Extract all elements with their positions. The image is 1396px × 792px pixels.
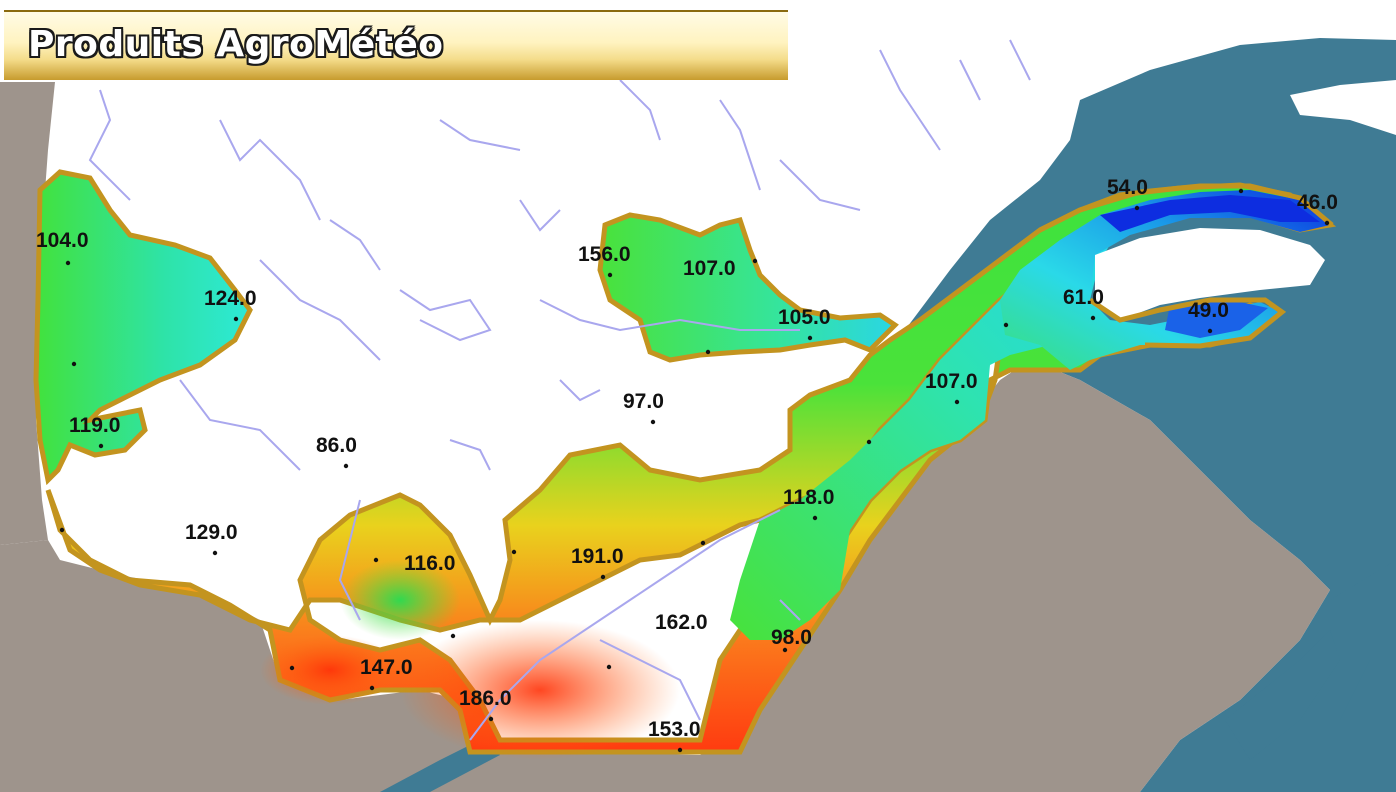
outside-land-south — [0, 360, 1330, 792]
station-54-label: 54.0 — [1107, 176, 1148, 199]
station-49-label: 49.0 — [1188, 299, 1229, 322]
station-124-label: 124.0 — [204, 287, 257, 310]
water-gulf — [760, 38, 1396, 792]
station-147-marker — [369, 685, 375, 691]
station-98-label: 98.0 — [771, 626, 812, 649]
station-162-marker — [606, 664, 612, 670]
region-west — [33, 169, 253, 486]
station-98-marker — [782, 647, 788, 653]
station-191-label: 191.0 — [571, 545, 624, 568]
station-118-label: 118.0 — [783, 486, 834, 509]
station-marker-unlabeled-5 — [700, 540, 706, 546]
station-186-label: 186.0 — [459, 687, 512, 710]
station-61-marker — [1090, 315, 1096, 321]
station-49-marker — [1207, 328, 1213, 334]
station-119-marker — [98, 443, 104, 449]
station-107a-marker — [752, 258, 758, 264]
header-banner: Produits AgroMétéo — [4, 10, 788, 80]
station-86-label: 86.0 — [316, 434, 357, 457]
station-marker-unlabeled-3 — [450, 633, 456, 639]
station-156-marker — [607, 272, 613, 278]
station-129-marker — [212, 550, 218, 556]
station-marker-unlabeled-1 — [59, 527, 65, 533]
station-191-marker — [600, 574, 606, 580]
station-118-marker — [812, 515, 818, 521]
station-147-label: 147.0 — [360, 656, 413, 679]
station-104-marker — [65, 260, 71, 266]
region-gaspe-deep — [1100, 195, 1320, 232]
station-162-label: 162.0 — [655, 611, 708, 634]
station-marker-unlabeled-9 — [1238, 188, 1244, 194]
water-south-east — [1300, 560, 1396, 792]
station-54-marker — [1134, 205, 1140, 211]
border-gaspe-south — [1088, 297, 1287, 349]
station-105-label: 105.0 — [778, 306, 831, 329]
station-86-marker — [343, 463, 349, 469]
station-153-marker — [677, 747, 683, 753]
station-104-label: 104.0 — [36, 229, 89, 252]
station-186-marker — [488, 716, 494, 722]
gaspe-interior — [1095, 228, 1325, 320]
station-153-label: 153.0 — [648, 718, 701, 741]
station-116-label: 116.0 — [404, 552, 455, 575]
station-46-marker — [1324, 220, 1330, 226]
station-marker-unlabeled-0 — [71, 361, 77, 367]
hot-spot-montreal — [400, 620, 680, 760]
page-title: Produits AgroMétéo — [28, 24, 444, 65]
station-107a-label: 107.0 — [683, 257, 736, 280]
station-marker-unlabeled-2 — [289, 665, 295, 671]
stations-layer: 104.0 124.0 119.0 86.0 129.0 116.0 147.0 186.0 1… — [36, 176, 1338, 753]
rivers — [88, 39, 1031, 741]
station-97-label: 97.0 — [623, 390, 664, 413]
station-97-marker — [650, 419, 656, 425]
station-129-label: 129.0 — [185, 521, 238, 544]
station-105-marker — [807, 335, 813, 341]
region-gaspe — [1000, 190, 1330, 370]
station-marker-unlabeled-4 — [511, 549, 517, 555]
station-61-label: 61.0 — [1063, 286, 1104, 309]
region-gaspe-south — [1165, 300, 1268, 338]
island-north — [1290, 80, 1396, 135]
station-46-label: 46.0 — [1297, 191, 1338, 214]
region-saguenay — [597, 212, 899, 363]
station-marker-unlabeled-6 — [705, 349, 711, 355]
station-156-label: 156.0 — [578, 243, 631, 266]
border-gaspe-north — [1038, 183, 1334, 233]
hot-spot-west — [260, 635, 400, 705]
station-116-marker — [373, 557, 379, 563]
water-inlet — [1225, 630, 1340, 760]
green-spot-116 — [340, 560, 460, 640]
station-marker-unlabeled-8 — [1003, 322, 1009, 328]
station-marker-unlabeled-7 — [866, 439, 872, 445]
station-107b-marker — [954, 399, 960, 405]
station-124-marker — [233, 316, 239, 322]
station-119-label: 119.0 — [69, 414, 120, 437]
station-107b-label: 107.0 — [925, 370, 978, 393]
